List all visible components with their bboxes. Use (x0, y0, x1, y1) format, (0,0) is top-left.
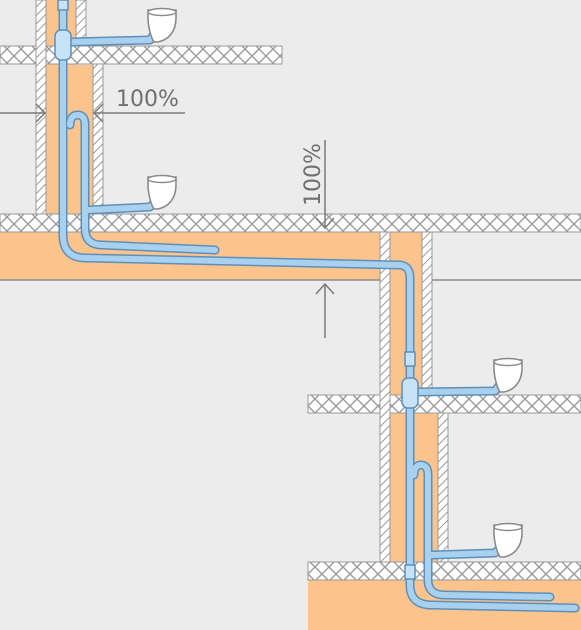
dimension-arrow-icon (315, 282, 335, 295)
dimension-arrow-icon (315, 217, 335, 230)
slab-lower-right (307, 394, 581, 414)
dimension-label-horizontal: 100% (116, 87, 179, 112)
dimension-label-vertical: 100% (301, 143, 326, 206)
pipes (54, 0, 580, 613)
wall-lower-right (421, 231, 433, 396)
fitting-lower (401, 377, 419, 409)
dimension-arrow-icon (92, 103, 104, 123)
walls (35, 0, 449, 563)
slab-bottom-right (307, 561, 581, 581)
wall-upper-left (35, 0, 47, 215)
wall-lower-left (379, 231, 391, 563)
dimension-vertical (315, 140, 335, 338)
dimension-arrow-icon (35, 103, 47, 123)
wall-lower-right-2 (437, 412, 449, 563)
wall-upper-right (92, 63, 104, 215)
slab-middle (0, 213, 581, 233)
fitting-upper (54, 29, 72, 61)
dimension-horizontal (0, 103, 185, 123)
